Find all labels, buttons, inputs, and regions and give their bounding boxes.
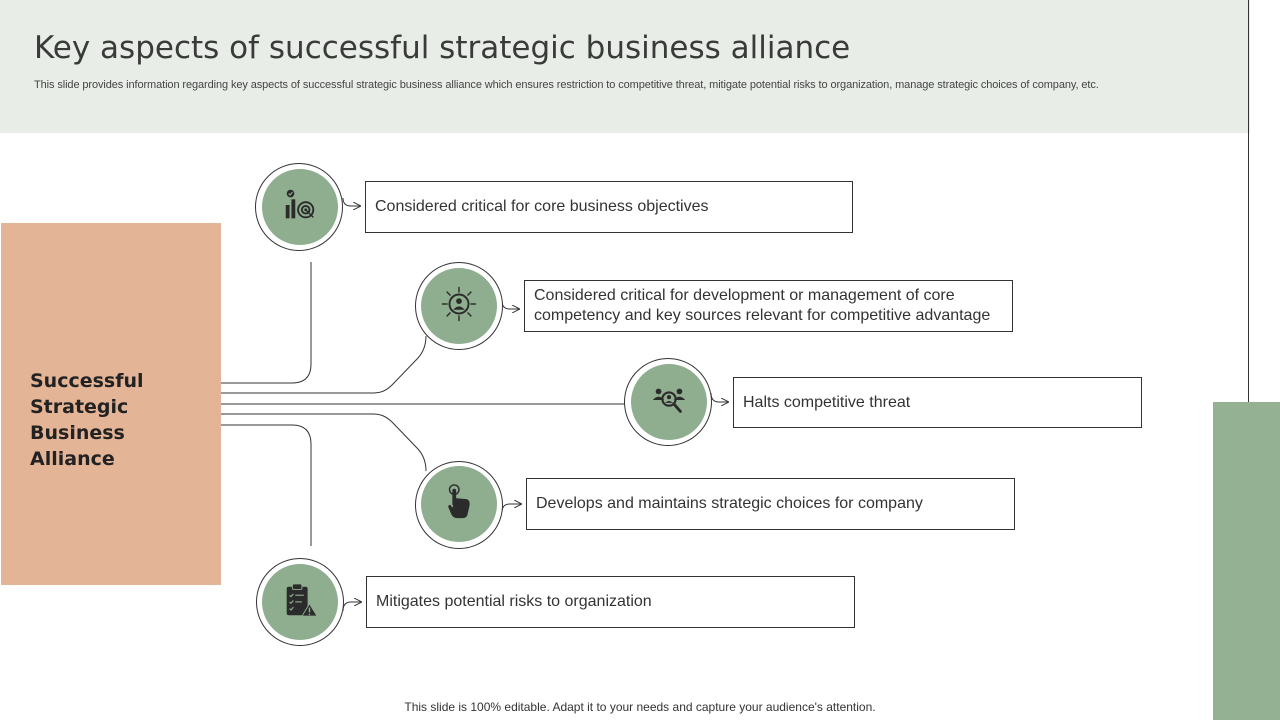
item-box-5: Mitigates potential risks to organizatio…: [366, 576, 855, 628]
item-box-2: Considered critical for development or m…: [524, 280, 1013, 332]
main-topic-box: [1, 223, 221, 585]
arrow-5: [342, 602, 361, 612]
page-subtitle: This slide provides information regardin…: [34, 79, 1099, 91]
item-box-3: Halts competitive threat: [733, 377, 1142, 428]
header-band: Key aspects of successful strategic busi…: [0, 0, 1250, 133]
network-user-icon: [440, 285, 478, 328]
connector-5: [221, 424, 312, 546]
connector-1: [221, 262, 312, 384]
footer-text: This slide is 100% editable. Adapt it to…: [404, 700, 876, 714]
arrow-2: [501, 300, 519, 309]
arrow-3: [710, 392, 728, 402]
item-box-1: Considered critical for core business ob…: [365, 181, 853, 233]
clipboard-warning-icon: [281, 581, 319, 624]
footer-note: This slide is 100% editable. Adapt it to…: [0, 700, 1280, 714]
team-search-icon: [650, 381, 688, 424]
target-chart-icon: [281, 186, 319, 229]
icon-circle-5: [262, 564, 338, 640]
page-title: Key aspects of successful strategic busi…: [34, 30, 851, 66]
arrow-4: [501, 504, 521, 513]
connector-4: [221, 413, 427, 472]
icon-circle-4: [421, 466, 497, 542]
arrow-1: [342, 197, 360, 206]
right-divider-line: [1248, 0, 1249, 583]
hand-tap-icon: [440, 483, 478, 526]
icon-circle-2: [421, 268, 497, 344]
icon-circle-3: [631, 364, 707, 440]
icon-circle-1: [262, 169, 338, 245]
connector-2: [221, 335, 427, 394]
main-topic-label: Successful Strategic Business Alliance: [30, 370, 144, 470]
right-accent-bar: [1213, 402, 1280, 720]
item-box-4: Develops and maintains strategic choices…: [526, 478, 1015, 530]
